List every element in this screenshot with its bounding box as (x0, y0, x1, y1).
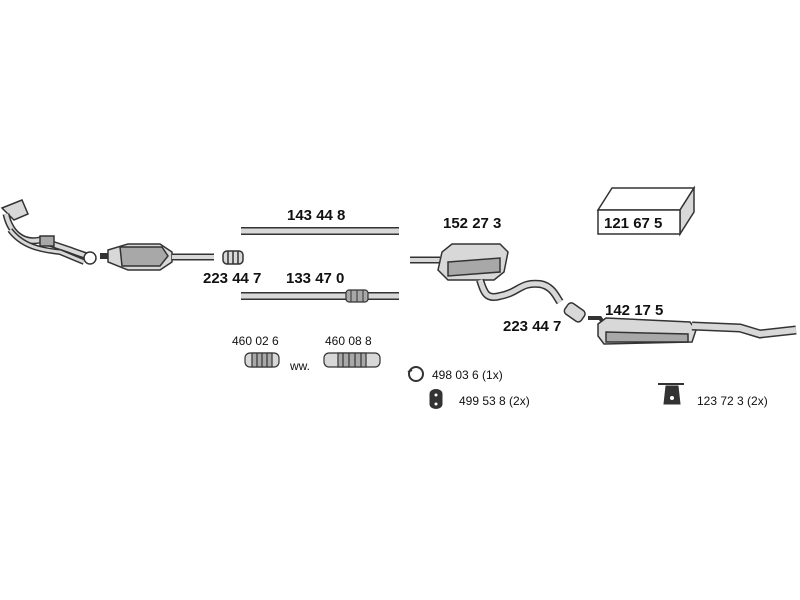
catalytic-converter[interactable] (100, 243, 214, 271)
flex-pipe-b[interactable] (323, 352, 381, 368)
flex-pipe-a-label: 460 02 6 (232, 334, 279, 348)
hanger[interactable] (658, 383, 684, 405)
clamp-left[interactable] (222, 250, 244, 265)
rubber-mount-label: 499 53 8 (2x) (459, 394, 530, 408)
flex-pipe-b-label: 460 08 8 (325, 334, 372, 348)
hanger-label: 123 72 3 (2x) (697, 394, 768, 408)
rear-silencer[interactable] (588, 316, 797, 345)
clamp-left-label: 223 44 7 (203, 270, 261, 287)
middle-silencer-label: 152 27 3 (443, 215, 501, 232)
front-downpipe[interactable] (0, 199, 97, 265)
parts-kit-label: 121 67 5 (604, 215, 662, 232)
middle-silencer[interactable] (410, 243, 564, 305)
intermediate-pipe-rear[interactable] (241, 289, 399, 303)
clamp-right-label: 223 44 7 (503, 318, 561, 335)
ring-mount[interactable] (407, 366, 424, 382)
intermediate-pipe-rear-label: 133 47 0 (286, 270, 344, 287)
flex-alternative-separator: ww. (289, 359, 310, 373)
flex-pipe-a[interactable] (244, 352, 280, 368)
parts-kit-box[interactable] (596, 185, 696, 237)
ring-mount-label: 498 03 6 (1x) (432, 368, 503, 382)
intermediate-pipe-front-label: 143 44 8 (287, 207, 345, 224)
clamp-right[interactable] (563, 301, 587, 323)
rear-silencer-label: 142 17 5 (605, 302, 663, 319)
rubber-mount[interactable] (429, 389, 443, 409)
